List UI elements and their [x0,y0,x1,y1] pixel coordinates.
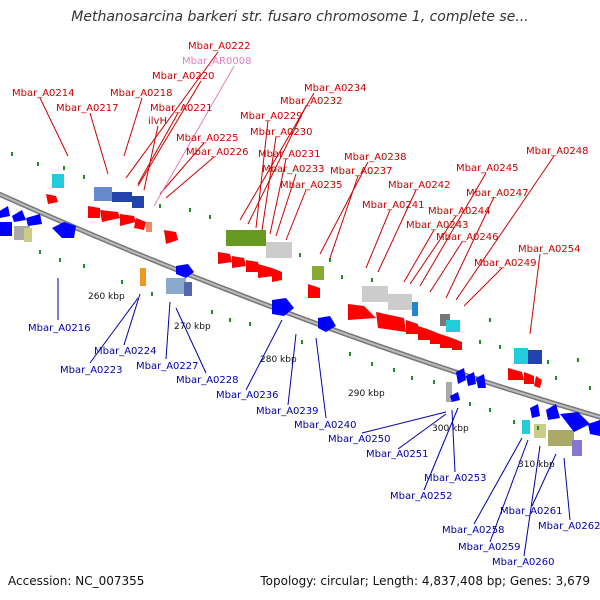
gene-label[interactable]: Mbar_A0222 [188,41,251,52]
genome-stats-text: Topology: circular; Length: 4,837,408 bp… [260,574,590,588]
gene-label[interactable]: Mbar_A0238 [344,152,407,163]
gene-label[interactable]: Mbar_A0218 [110,88,173,99]
map-title: Methanosarcina barkeri str. fusaro chrom… [71,9,529,25]
ruler-ticks [11,152,591,430]
gene-label[interactable]: Mbar_A0262 [538,521,600,532]
gene-label[interactable]: Mbar_A0240 [294,420,357,431]
gene-label[interactable]: Mbar_A0236 [216,390,279,401]
gene-label[interactable]: Mbar_A0225 [176,133,239,144]
gene-label[interactable]: Mbar_A0260 [492,557,555,568]
gene-label[interactable]: Mbar_A0254 [518,244,581,255]
gene-label[interactable]: Mbar_A0230 [250,127,313,138]
gene-label[interactable]: Mbar_A0244 [428,206,491,217]
gene-label[interactable]: Mbar_A0231 [258,149,321,160]
gene-label[interactable]: Mbar_A0239 [256,406,319,417]
gene-label[interactable]: Mbar_A0259 [458,542,521,553]
gene-label[interactable]: Mbar_A0221 [150,103,213,114]
gene-label[interactable]: Mbar_A0227 [136,361,199,372]
gene-label[interactable]: Mbar_A0228 [176,375,239,386]
ruler-label: 270 kbp [174,322,211,332]
accession-text: Accession: NC_007355 [8,574,145,588]
gene-label[interactable]: Mbar_A0246 [436,232,499,243]
gene-label[interactable]: Mbar_A0242 [388,180,451,191]
reverse-genes [0,206,600,456]
ruler-label: 280 kbp [260,355,297,365]
gene-label[interactable]: Mbar_A0258 [442,525,505,536]
gene-label[interactable]: Mbar_A0248 [526,146,589,157]
gene-label[interactable]: Mbar_A0250 [328,434,391,445]
gene-label[interactable]: Mbar_A0253 [424,473,487,484]
forward-genes [46,174,542,388]
gene-label[interactable]: Mbar_A0229 [240,111,303,122]
gene-label[interactable]: Mbar_A0252 [390,491,453,502]
gene-label[interactable]: Mbar_A0223 [60,365,123,376]
gene-label[interactable]: Mbar_A0243 [406,220,469,231]
gene-label[interactable]: ilvH [148,116,167,127]
gene-label[interactable]: Mbar_A0237 [330,166,393,177]
chromosome-backbone [0,191,600,420]
gene-label[interactable]: Mbar_A0249 [474,258,537,269]
gene-label[interactable]: Mbar_A0234 [304,83,367,94]
gene-label[interactable]: Mbar_A0220 [152,71,215,82]
gene-label[interactable]: Mbar_A0217 [56,103,119,114]
gene-label[interactable]: Mbar_A0241 [362,200,425,211]
gene-label[interactable]: Mbar_A0245 [456,163,519,174]
gene-label[interactable]: Mbar_A0261 [500,506,563,517]
gene-label[interactable]: Mbar_AR0008 [182,56,251,67]
ruler-label: 310 kbp [518,460,555,470]
forward-leader-lines [39,51,555,335]
ruler-label: 260 kbp [88,292,125,302]
reverse-leader-lines [57,278,571,557]
gene-label[interactable]: Mbar_A0216 [28,323,91,334]
gene-label[interactable]: Mbar_A0235 [280,180,343,191]
gene-label[interactable]: Mbar_A0214 [12,88,75,99]
gene-label[interactable]: Mbar_A0224 [94,346,157,357]
ruler-label: 290 kbp [348,389,385,399]
gene-label[interactable]: Mbar_A0233 [262,164,325,175]
gene-label[interactable]: Mbar_A0226 [186,147,249,158]
gene-label[interactable]: Mbar_A0251 [366,449,429,460]
gene-label[interactable]: Mbar_A0232 [280,96,343,107]
ruler-label: 300 kbp [432,424,469,434]
gene-label[interactable]: Mbar_A0247 [466,188,529,199]
